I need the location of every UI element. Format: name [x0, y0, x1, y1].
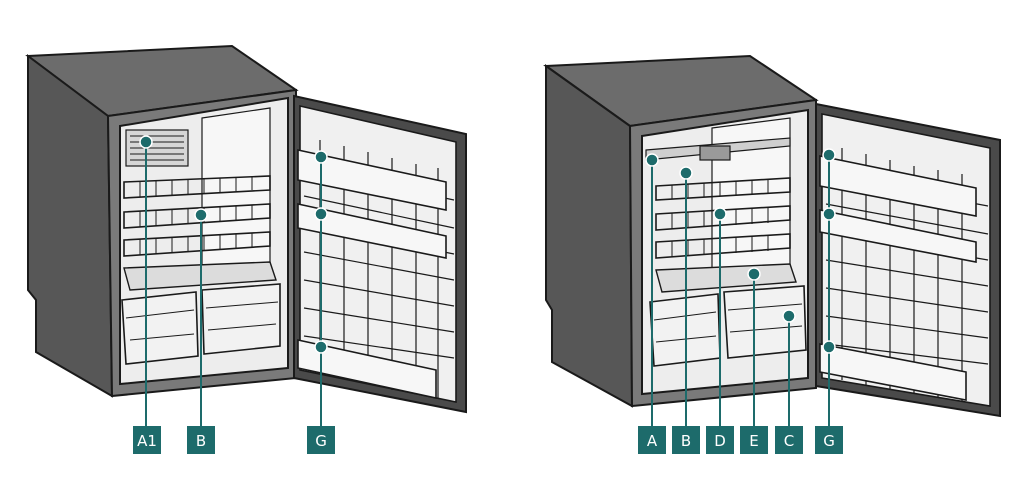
label-left-A1: A1 [133, 426, 161, 454]
left-crisper-1 [121, 291, 199, 365]
label-left-B: B [187, 426, 215, 454]
label-left-G-text: G [315, 432, 327, 450]
right-wire-shelves [655, 177, 791, 259]
label-left-B-text: B [196, 432, 206, 450]
label-right-G-text: G [823, 432, 835, 450]
right-thermostat [699, 145, 731, 161]
right-door-bin-mid [819, 209, 977, 263]
dot-right-E [747, 267, 761, 281]
dot-left-B [194, 208, 208, 222]
right-fridge [543, 54, 1001, 418]
label-right-G: G [815, 426, 843, 454]
right-cabinet-side [545, 64, 634, 408]
dot-right-G2 [822, 207, 836, 221]
label-right-E-text: E [749, 432, 758, 450]
dot-left-G1 [314, 150, 328, 164]
dot-left-A1 [139, 135, 153, 149]
label-right-C: C [775, 426, 803, 454]
left-crisper-2 [201, 283, 281, 355]
right-door-bin-top [819, 155, 977, 217]
label-left-G: G [307, 426, 335, 454]
label-boxes: A1 B G A B D E C [133, 426, 843, 454]
dot-right-G1 [822, 148, 836, 162]
label-right-B-text: B [681, 432, 691, 450]
label-right-A-text: A [647, 432, 658, 450]
left-door-bin-mid [297, 203, 447, 259]
label-left-A1-text: A1 [137, 432, 157, 450]
dot-left-G3 [314, 340, 328, 354]
label-right-D: D [706, 426, 734, 454]
right-door-bin-bottom [819, 343, 967, 401]
right-glass-shelf [655, 263, 797, 293]
dot-right-D [713, 207, 727, 221]
left-door-bin-top [297, 149, 447, 211]
label-right-C-text: C [784, 432, 794, 450]
dot-right-G3 [822, 340, 836, 354]
left-crisper-detail [125, 301, 279, 341]
label-right-E: E [740, 426, 768, 454]
callout-dots [139, 135, 836, 354]
dot-right-A [645, 153, 659, 167]
label-right-B: B [672, 426, 700, 454]
left-evaporator-lines [130, 135, 184, 161]
left-fridge [25, 44, 467, 414]
dot-right-B [679, 166, 693, 180]
dot-right-C [782, 309, 796, 323]
dot-left-G2 [314, 207, 328, 221]
label-right-A: A [638, 426, 666, 454]
callout-leaders [145, 142, 830, 428]
label-right-D-text: D [714, 432, 726, 450]
right-crisper-2 [723, 285, 807, 359]
left-door-bin-bottom [297, 339, 437, 399]
